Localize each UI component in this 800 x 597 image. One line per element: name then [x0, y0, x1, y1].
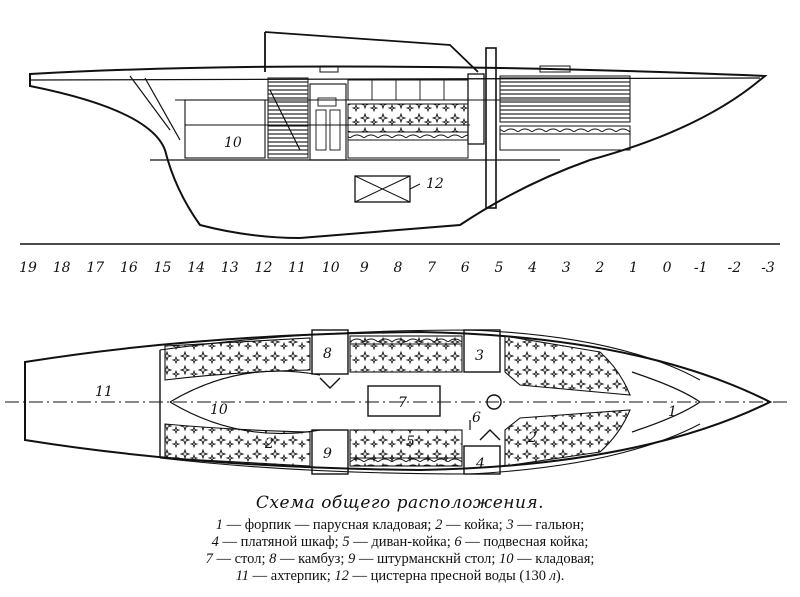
legend-text: — диван-койка; — [349, 534, 455, 550]
profile-callout-10: 10 — [224, 135, 242, 151]
station-label: 15 — [154, 260, 172, 276]
legend-num: 7 — [205, 551, 213, 567]
profile-callout-12: 12 — [426, 176, 444, 192]
station-label: 2 — [594, 260, 604, 276]
legend-num: 9 — [348, 551, 356, 567]
plan-callout-2-fwd: 2 — [527, 430, 537, 446]
plan-callout-6: 6 — [472, 410, 481, 426]
station-label: 8 — [394, 260, 403, 276]
legend-num: 3 — [506, 517, 514, 533]
legend-num: 1 — [215, 517, 223, 533]
station-label: 16 — [120, 260, 138, 276]
legend-num: 11 — [235, 568, 250, 584]
legend-text: — штурманскнй стол; — [355, 551, 500, 567]
legend-text: — стол; — [212, 551, 270, 567]
station-label: -1 — [694, 260, 708, 276]
legend-text: — гальюн; — [513, 517, 585, 533]
cabin-trunk — [264, 31, 479, 73]
hull-outline — [29, 65, 768, 240]
legend-num: л — [549, 568, 556, 584]
station-label: 12 — [255, 260, 273, 276]
plan-callout-11: 11 — [95, 384, 113, 400]
station-label: 14 — [187, 260, 205, 276]
legend-num: 8 — [269, 551, 277, 567]
legend-text: — камбуз; — [276, 551, 348, 567]
legend-line-1: 1 — форпик — парусная кладовая; 2 — койк… — [0, 517, 800, 534]
station-label: 9 — [360, 260, 369, 276]
station-label: 17 — [86, 260, 104, 276]
station-label: 13 — [221, 260, 239, 276]
station-label: 0 — [663, 260, 672, 276]
station-label: -3 — [761, 260, 775, 276]
station-label: 5 — [494, 260, 503, 276]
figure-caption: Схема общего расположения. — [255, 493, 545, 513]
station-label: 6 — [461, 260, 470, 276]
legend-num: 5 — [342, 534, 350, 550]
legend: 1 — форпик — парусная кладовая; 2 — койк… — [0, 517, 800, 585]
legend-line-2: 4 — платяной шкаф; 5 — диван-койка; 6 — … — [0, 534, 800, 551]
legend-text: — кладовая; — [513, 551, 595, 567]
legend-num: 12 — [334, 568, 349, 584]
legend-num: 4 — [211, 534, 219, 550]
legend-text: — подвесная койка; — [461, 534, 589, 550]
station-label: 4 — [527, 260, 537, 276]
legend-text: — койка; — [442, 517, 507, 533]
station-label: 11 — [288, 260, 306, 276]
legend-text: — цистерна пресной воды (130 — [348, 568, 550, 584]
plan-callout-5: 5 — [406, 434, 415, 450]
legend-num: 10 — [499, 551, 514, 567]
legend-text: — платяной шкаф; — [218, 534, 343, 550]
station-label: -2 — [728, 260, 742, 276]
plan-callout-9: 9 — [323, 446, 332, 462]
plan-callout-7: 7 — [398, 395, 407, 411]
profile-view — [20, 31, 780, 245]
plan-callout-8: 8 — [323, 346, 332, 362]
plan-hull-outline — [24, 330, 773, 472]
legend-line-3: 7 — стол; 8 — камбуз; 9 — штурманскнй ст… — [0, 551, 800, 568]
station-label: 7 — [427, 260, 436, 276]
plan-callout-3: 3 — [475, 348, 484, 364]
station-label: 1 — [629, 260, 638, 276]
legend-num: 2 — [435, 517, 443, 533]
plan-callout-2-aft: 2 — [264, 436, 274, 452]
plan-callout-1: 1 — [668, 404, 677, 420]
plan-table — [367, 385, 441, 417]
legend-text: ). — [555, 568, 565, 584]
station-label: 19 — [19, 260, 37, 276]
plan-view — [5, 329, 790, 475]
station-label: 18 — [53, 260, 71, 276]
station-label: 10 — [322, 260, 340, 276]
legend-line-4: 11 — ахтерпик; 12 — цистерна пресной вод… — [0, 568, 800, 585]
legend-num: 6 — [454, 534, 462, 550]
plan-callout-4: 4 — [475, 456, 485, 472]
legend-text: — ахтерпик; — [249, 568, 335, 584]
legend-text: — форпик — парусная кладовая; — [222, 517, 436, 533]
mast — [485, 47, 497, 209]
plan-callout-10: 10 — [210, 402, 228, 418]
station-label: 3 — [562, 260, 571, 276]
